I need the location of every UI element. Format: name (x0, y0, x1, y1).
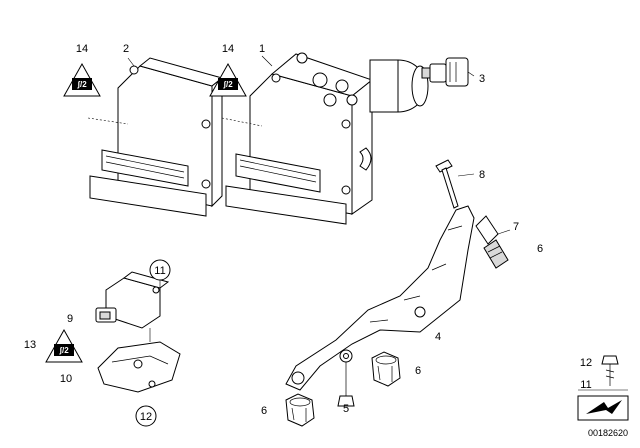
warning-symbol-text: ʃ/2 (76, 80, 87, 89)
bracket-part-4 (285, 205, 475, 391)
rubber-mounts-part-7 (475, 215, 511, 269)
callout-11: 11 (154, 265, 165, 277)
bolt-part-8 (435, 159, 475, 209)
callout-13: 13 (24, 339, 36, 351)
yaw-sensor-part-9 (95, 271, 170, 329)
sensor-bracket-part-10 (97, 328, 181, 393)
callout-6-lower: 6 (261, 405, 267, 417)
callout-11-circle: 11 (149, 259, 171, 281)
callout-12: 12 (140, 411, 152, 423)
warning-symbol-text: ʃ/2 (222, 80, 233, 89)
callout-12-circle: 12 (135, 405, 157, 427)
callout-4: 4 (435, 331, 441, 343)
legend-screw-icon (601, 355, 619, 386)
warning-triangle-center: ʃ/2 (209, 62, 247, 97)
callout-5: 5 (343, 403, 349, 415)
callout-7: 7 (513, 221, 519, 233)
callout-6-right: 6 (537, 243, 543, 255)
screw-part-5 (337, 362, 355, 407)
callout-3: 3 (479, 73, 485, 85)
callout-14-center: 14 (222, 43, 234, 55)
sensor-part-3 (421, 57, 475, 87)
warning-symbol-text: ʃ/2 (58, 346, 69, 355)
control-unit-part-2 (87, 57, 224, 217)
nut-part-6-center (371, 351, 401, 387)
legend-arrow-box (577, 395, 629, 421)
callout-1: 1 (259, 43, 265, 55)
callout-9: 9 (67, 313, 73, 325)
callout-10: 10 (60, 373, 72, 385)
warning-triangle-left: ʃ/2 (63, 62, 101, 97)
nut-part-6-lower (285, 393, 315, 427)
callout-2: 2 (123, 43, 129, 55)
legend-label-12: 12 (580, 357, 592, 369)
callout-8: 8 (479, 169, 485, 181)
callout-6-center: 6 (415, 365, 421, 377)
warning-triangle-lower: ʃ/2 (45, 328, 83, 363)
callout-14-left: 14 (76, 43, 88, 55)
document-number: 00182620 (588, 428, 628, 438)
legend-label-11: 11 (580, 379, 591, 391)
hydraulic-unit-part-1 (221, 52, 429, 225)
